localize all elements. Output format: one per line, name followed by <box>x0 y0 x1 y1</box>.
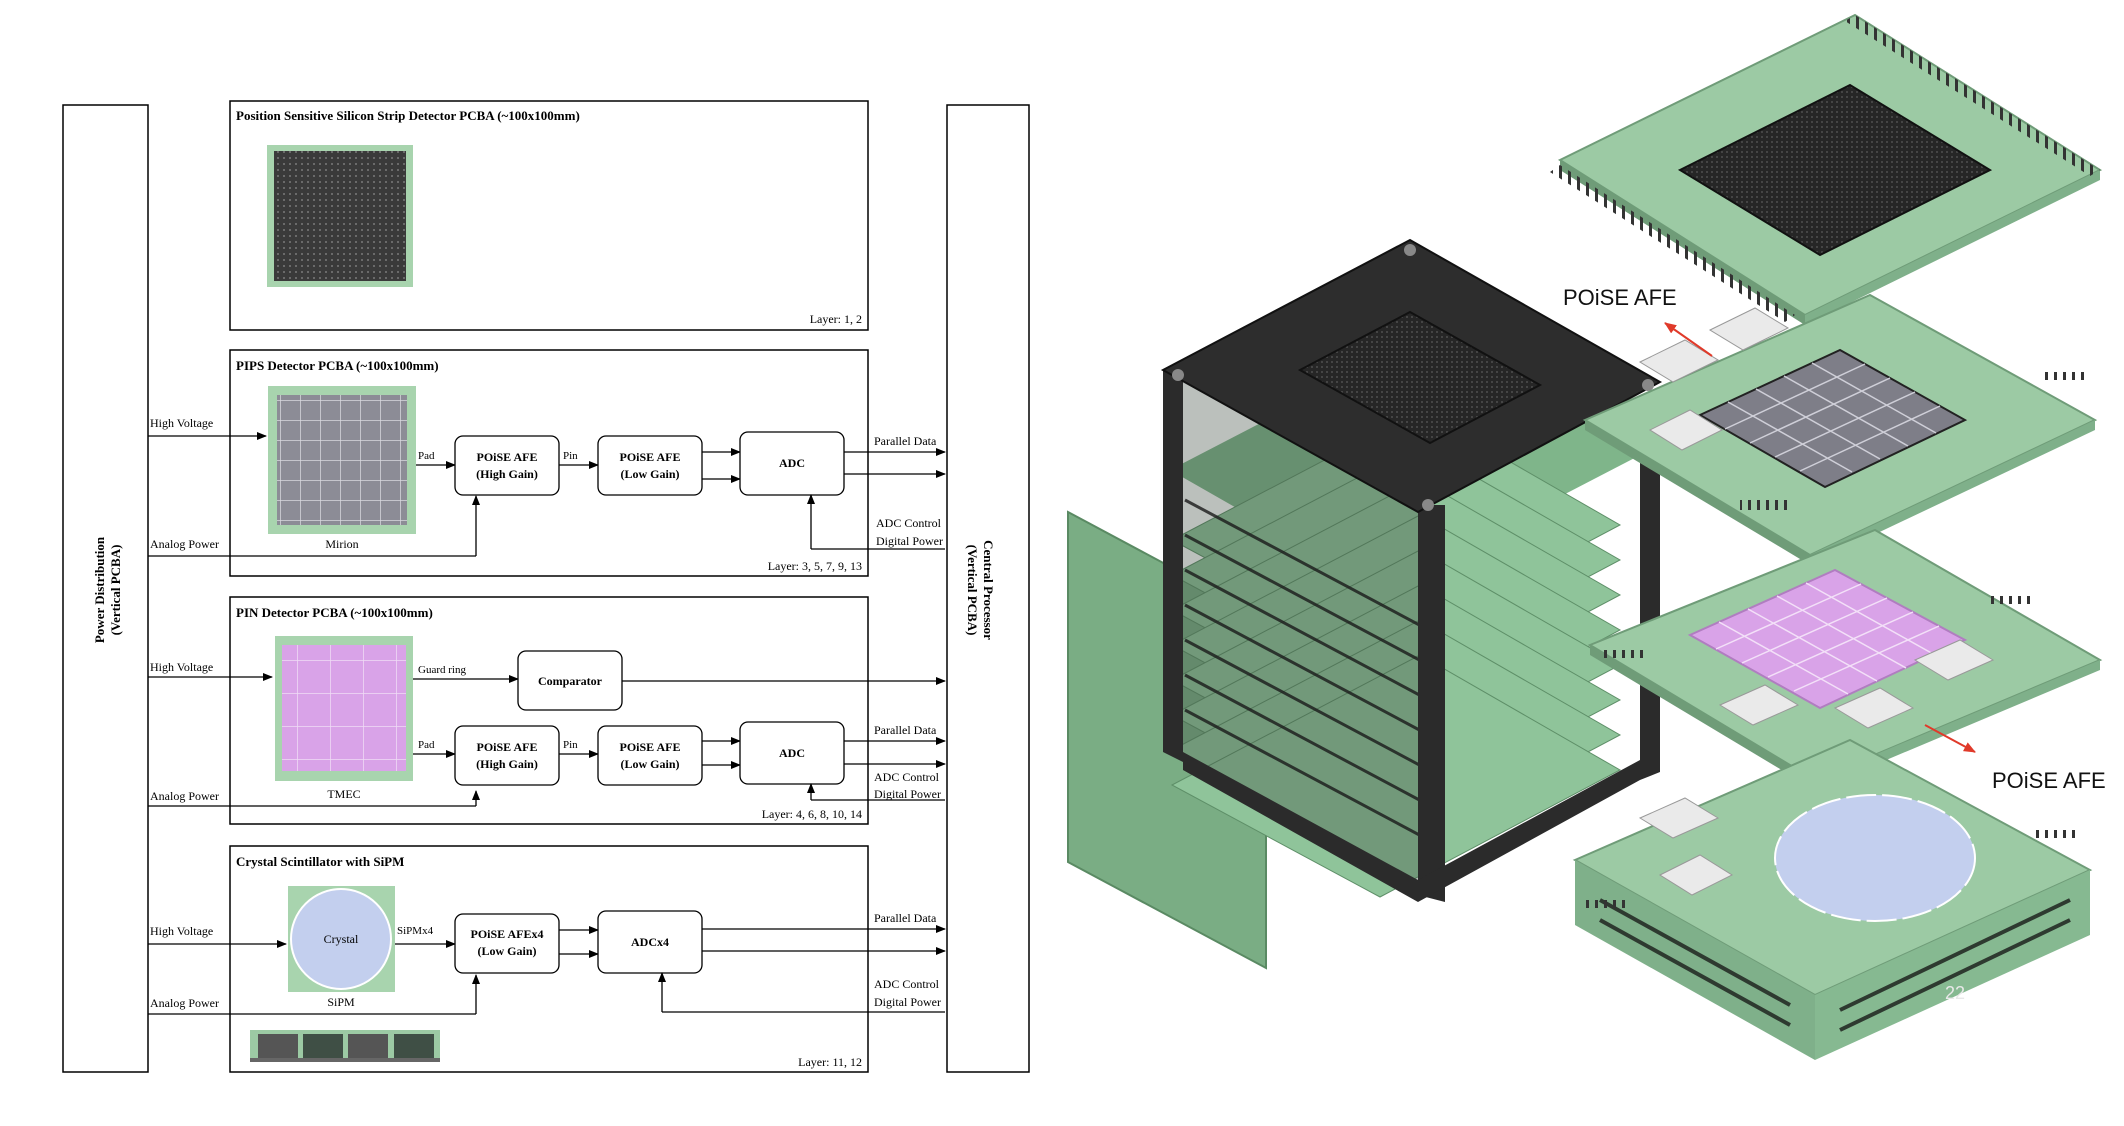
crystal-layer: Layer: 11, 12 <box>798 1055 862 1069</box>
crystal-sensor-label: SiPM <box>327 995 355 1009</box>
pin-analog-power: Analog Power <box>150 789 219 803</box>
crystal-digital-power: Digital Power <box>874 995 941 1009</box>
exploded-board-pin <box>1587 528 2103 790</box>
pin-afe-low: POiSE AFE <box>619 740 680 754</box>
pips-afe-high: POiSE AFE <box>476 450 537 464</box>
pips-pad-label: Pad <box>418 450 435 462</box>
crystal-high-voltage: High Voltage <box>150 924 213 938</box>
crystal-sipm-x4: SiPMx4 <box>397 925 434 937</box>
pips-layer: Layer: 3, 5, 7, 9, 13 <box>768 559 862 573</box>
pin-comparator: Comparator <box>538 674 603 688</box>
crystal-section: Crystal Scintillator with SiPM Crystal S… <box>148 845 946 1073</box>
pin-adc-box <box>739 721 845 785</box>
pips-section: PIPS Detector PCBA (~100x100mm) Mirion H… <box>148 349 946 577</box>
central-processor-label: Central Processor <box>981 540 996 640</box>
pips-pin-label: Pin <box>563 450 578 462</box>
pin-afe-high-box <box>454 725 560 786</box>
crystal-side-view <box>250 1030 440 1062</box>
pin-sensor-label: TMEC <box>327 787 360 801</box>
crystal-afe-sub: (Low Gain) <box>477 944 536 958</box>
assembly-render: POiSE AFE POiSE AFE 22 <box>1067 13 2106 1060</box>
pips-afe-low-box <box>597 435 703 496</box>
crystal-title: Crystal Scintillator with SiPM <box>236 854 404 869</box>
crystal-afe-box <box>454 913 560 974</box>
power-distribution-box <box>62 104 149 1073</box>
exploded-board-crystal <box>1572 738 2093 1060</box>
pin-adc: ADC <box>779 746 805 760</box>
pips-afe-high-box <box>454 435 560 496</box>
crystal-adc-control: ADC Control <box>874 977 940 991</box>
crystal-label: Crystal <box>324 932 359 946</box>
pips-adc-control: ADC Control <box>876 516 942 530</box>
pips-analog-power: Analog Power <box>150 537 219 551</box>
power-distribution-sub: (Vertical PCBA) <box>108 545 123 636</box>
power-distribution-label: Power Distribution <box>92 536 107 643</box>
silicon-strip-section: Position Sensitive Silicon Strip Detecto… <box>229 100 869 331</box>
page-number: 22 <box>1945 983 1965 1003</box>
afe-callout-top: POiSE AFE <box>1563 285 1677 310</box>
crystal-parallel-data: Parallel Data <box>874 911 937 925</box>
crystal-disc <box>1774 794 1976 922</box>
exploded-board-silicon <box>1550 13 2103 325</box>
exploded-board-pips <box>1582 293 2098 565</box>
pin-afe-low-sub: (Low Gain) <box>620 757 679 771</box>
silicon-strip-title: Position Sensitive Silicon Strip Detecto… <box>236 108 580 123</box>
afe-callout-bottom: POiSE AFE <box>1992 768 2106 793</box>
pips-digital-power: Digital Power <box>876 534 943 548</box>
crystal-adc: ADCx4 <box>631 935 669 949</box>
pin-section: PIN Detector PCBA (~100x100mm) TMEC High… <box>148 596 946 825</box>
pips-afe-low: POiSE AFE <box>619 450 680 464</box>
pips-adc: ADC <box>779 456 805 470</box>
crystal-adc-box <box>597 910 703 974</box>
pips-sensor-label: Mirion <box>325 537 358 551</box>
pin-afe-high: POiSE AFE <box>476 740 537 754</box>
pips-afe-high-sub: (High Gain) <box>476 467 538 481</box>
pips-afe-low-sub: (Low Gain) <box>620 467 679 481</box>
pin-high-voltage: High Voltage <box>150 660 213 674</box>
pips-parallel-data: Parallel Data <box>874 434 937 448</box>
pin-layer: Layer: 4, 6, 8, 10, 14 <box>762 807 862 821</box>
pin-guard-ring-label: Guard ring <box>418 664 466 676</box>
pips-adc-box <box>739 431 845 496</box>
crystal-afe: POiSE AFEx4 <box>470 927 543 941</box>
pin-adc-control: ADC Control <box>874 770 940 784</box>
stack-frame <box>1160 238 1663 902</box>
silicon-strip-layer: Layer: 1, 2 <box>810 312 862 326</box>
block-diagram: Power Distribution (Vertical PCBA) Centr… <box>62 100 1030 1073</box>
pin-parallel-data: Parallel Data <box>874 723 937 737</box>
pips-high-voltage: High Voltage <box>150 416 213 430</box>
pin-title: PIN Detector PCBA (~100x100mm) <box>236 605 433 620</box>
pin-pad-label: Pad <box>418 739 435 751</box>
pin-pin-label: Pin <box>563 739 578 751</box>
pin-afe-low-box <box>597 725 703 786</box>
central-processor-box <box>946 104 1030 1073</box>
central-processor-sub: (Vertical PCBA) <box>965 545 980 636</box>
crystal-analog-power: Analog Power <box>150 996 219 1010</box>
pin-digital-power: Digital Power <box>874 787 941 801</box>
pin-afe-high-sub: (High Gain) <box>476 757 538 771</box>
pips-title: PIPS Detector PCBA (~100x100mm) <box>236 358 439 373</box>
